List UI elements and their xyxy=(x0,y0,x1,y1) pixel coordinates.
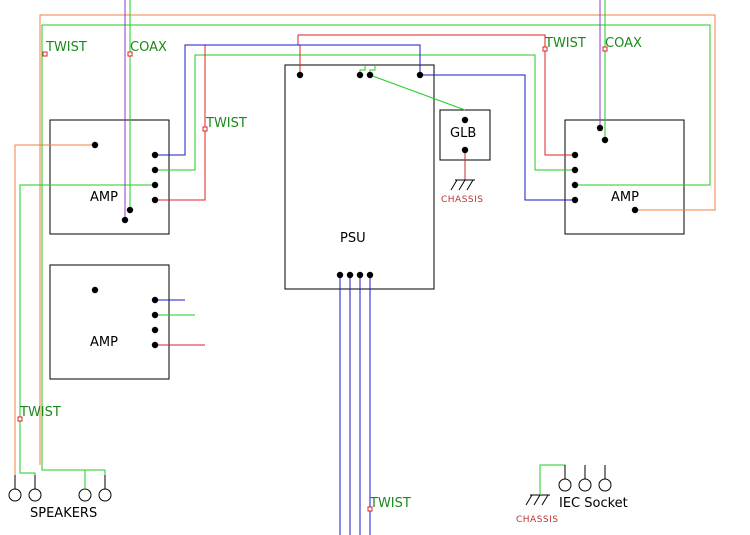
terminal-dot xyxy=(571,181,579,189)
terminal-dot xyxy=(151,181,159,189)
psu-box xyxy=(284,64,435,290)
terminal-dot xyxy=(151,341,159,349)
green-wire-amp-right-mid xyxy=(155,54,575,171)
terminal-dot xyxy=(356,271,364,279)
twist-marker xyxy=(42,51,48,57)
terminal-dot xyxy=(356,71,364,79)
terminal-dot xyxy=(296,71,304,79)
blue-wire-right-amp xyxy=(420,74,575,201)
iec-socket-icon xyxy=(558,465,612,492)
terminal-dot xyxy=(151,166,159,174)
twist-label: TWIST xyxy=(19,405,61,420)
glb-label: GLB xyxy=(450,126,476,141)
terminal-dot xyxy=(416,71,424,79)
twist-label: TWIST xyxy=(544,36,586,51)
terminal-dot xyxy=(151,311,159,319)
terminal-dot xyxy=(571,151,579,159)
terminal-dot xyxy=(151,326,159,334)
terminal-dot xyxy=(151,196,159,204)
terminal-dot xyxy=(596,124,604,132)
terminal-dot xyxy=(151,151,159,159)
terminal-dot xyxy=(336,271,344,279)
amp-label: AMP xyxy=(90,335,118,350)
twist-marker xyxy=(542,46,548,52)
terminal-dot xyxy=(366,71,374,79)
green-wire-psu-to-glb xyxy=(369,74,466,111)
amp-label: AMP xyxy=(90,190,118,205)
chassis-ground-icon xyxy=(525,490,550,506)
iec-socket-label: IEC Socket xyxy=(559,496,628,511)
twist-marker xyxy=(602,46,608,52)
coax-label: COAX xyxy=(605,36,642,51)
terminal-dot xyxy=(601,136,609,144)
chassis-ground-icon xyxy=(450,179,475,191)
twist-marker xyxy=(367,506,373,512)
terminal-dot xyxy=(91,141,99,149)
terminal-dot xyxy=(121,216,129,224)
blue-wire-left-amp xyxy=(155,44,421,156)
amp-label: AMP xyxy=(611,190,639,205)
terminal-dot xyxy=(461,116,469,124)
psu-label: PSU xyxy=(340,231,366,246)
terminal-dot xyxy=(571,196,579,204)
amp-left-top-box xyxy=(49,119,170,235)
terminal-dot xyxy=(151,296,159,304)
speaker-terminals-icon xyxy=(8,475,112,502)
speakers-label: SPEAKERS xyxy=(30,506,97,521)
twist-label: TWIST xyxy=(45,40,87,55)
orange-wire-big-loop xyxy=(39,14,716,465)
orange-wire-left-speaker xyxy=(14,144,95,488)
terminal-dot xyxy=(631,206,639,214)
terminal-dot xyxy=(366,271,374,279)
chassis-label: CHASSIS xyxy=(441,195,484,205)
coax-label: COAX xyxy=(130,40,167,55)
terminal-dot xyxy=(91,286,99,294)
twist-label: TWIST xyxy=(205,116,247,131)
chassis-label: CHASSIS xyxy=(516,515,559,525)
red-wire-left-amp xyxy=(155,34,575,201)
terminal-dot xyxy=(126,206,134,214)
twist-marker xyxy=(127,51,133,57)
twist-marker xyxy=(202,126,208,132)
amp-left-bottom-box xyxy=(49,264,170,380)
terminal-dot xyxy=(346,271,354,279)
twist-marker xyxy=(17,416,23,422)
green-wire-outer xyxy=(41,24,711,488)
terminal-dot xyxy=(571,166,579,174)
twist-label: TWIST xyxy=(369,496,411,511)
terminal-dot xyxy=(461,146,469,154)
amp-right-box xyxy=(564,119,685,235)
